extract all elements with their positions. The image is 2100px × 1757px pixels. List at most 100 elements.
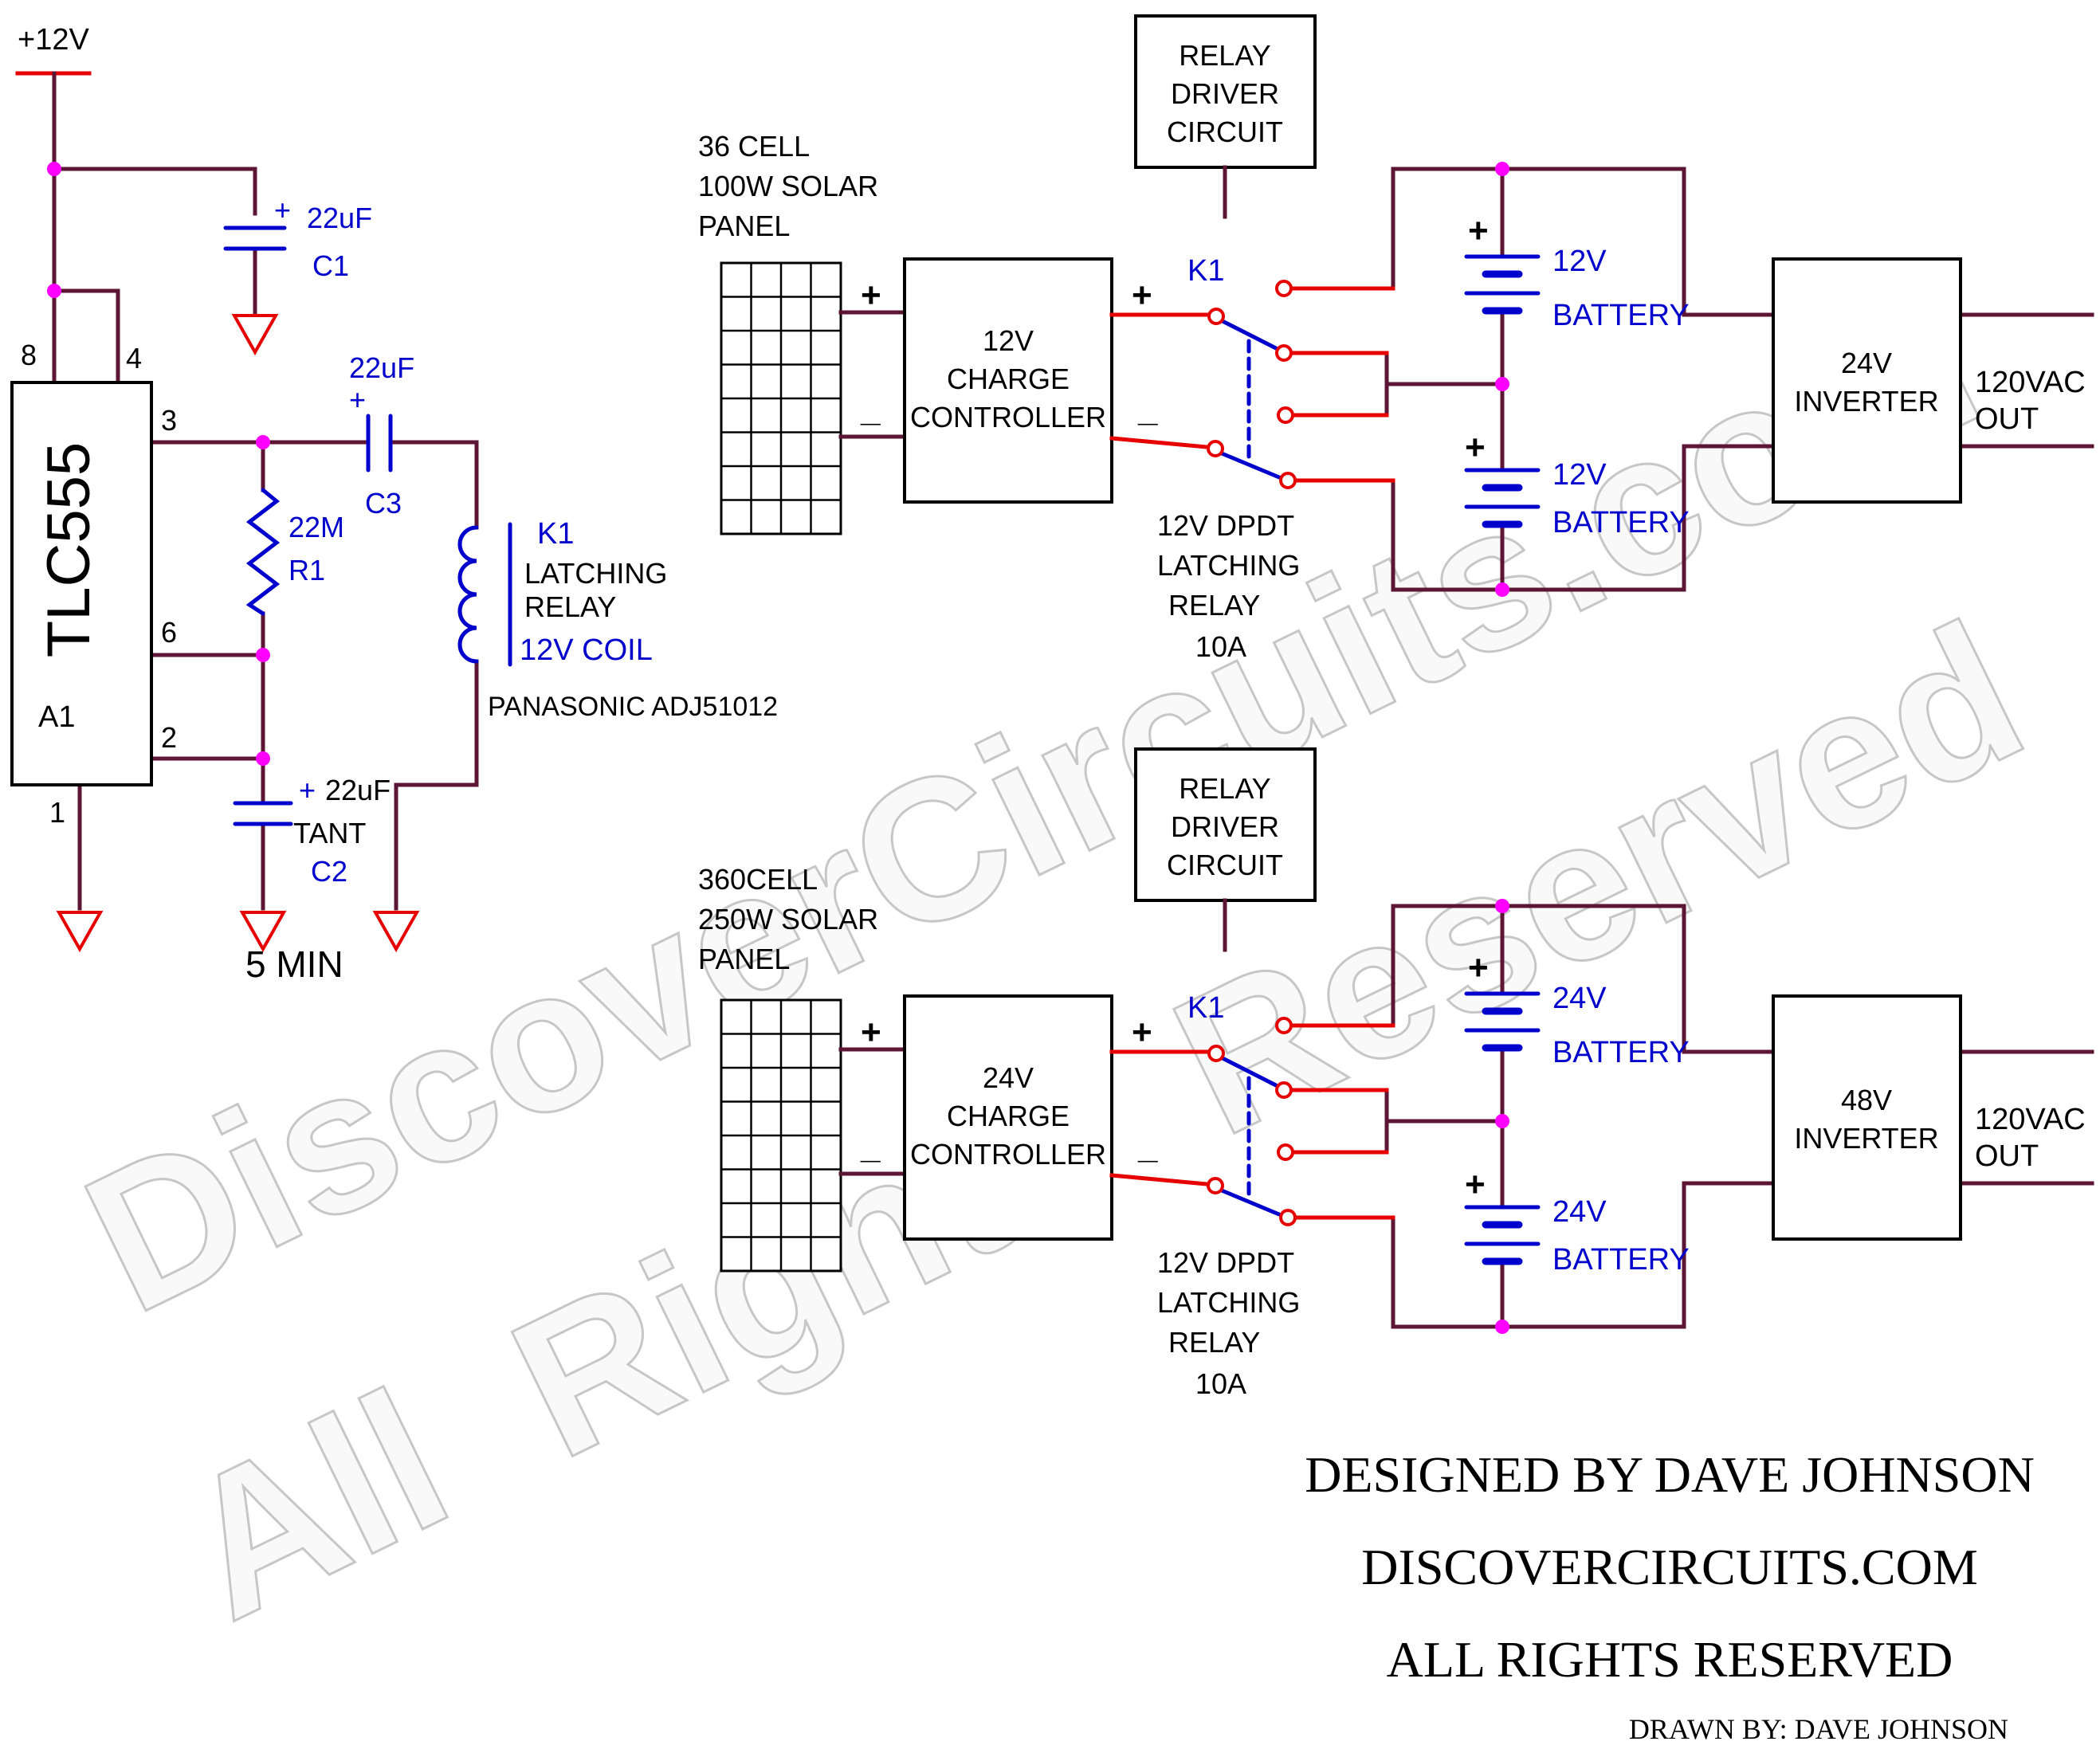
relay-driver-label-3: CIRCUIT [1167, 849, 1283, 881]
panel-label-2: 250W SOLAR [698, 903, 878, 935]
r1-resistor [245, 488, 281, 616]
junction-dot [1495, 377, 1509, 391]
dpdt-label-3: RELAY [1168, 1326, 1260, 1359]
switch-throw-terminal [1275, 1017, 1293, 1034]
ground-symbol [56, 911, 104, 953]
timing-label: 5 MIN [245, 943, 343, 985]
battery-short-plates [1482, 1007, 1523, 1265]
switch-throw-terminal [1277, 406, 1294, 424]
panel-label-3: PANEL [698, 210, 790, 242]
junction-dot [1495, 162, 1509, 176]
dpdt-label-1: 12V DPDT [1157, 509, 1294, 542]
credits-block: DESIGNED BY DAVE JOHNSON DISCOVERCIRCUIT… [1305, 1446, 2035, 1745]
ic-body [10, 381, 153, 786]
inverter-box [1772, 994, 1962, 1241]
ic-ref-label: A1 [38, 700, 75, 734]
designed-by-line: DESIGNED BY DAVE JOHNSON [1305, 1446, 2035, 1503]
pin-6-label: 6 [161, 616, 177, 649]
battery-long-plates [1464, 991, 1541, 1246]
switch-ref: K1 [1187, 254, 1224, 288]
controller-out-minus: _ [1137, 1127, 1158, 1166]
r1-value: 22M [289, 511, 344, 543]
output-label-2: OUT [1975, 1139, 2039, 1173]
ground-symbol [231, 314, 279, 356]
junction-dot [47, 284, 61, 298]
output-label-1: 120VAC [1975, 366, 2086, 399]
controller-out-plus: + [1132, 276, 1152, 315]
supply-label: +12V [18, 23, 89, 57]
relay-driver-label-1: RELAY [1179, 39, 1270, 72]
relay-driver-box [1134, 14, 1317, 169]
c3-capacitor [366, 414, 393, 473]
relay-coil [457, 522, 512, 667]
dpdt-label-4: 10A [1195, 1367, 1246, 1400]
relay-label-1: LATCHING [524, 557, 667, 590]
pin-8-label: 8 [21, 339, 37, 371]
red-wires [1109, 286, 1395, 483]
pin-1-label: 1 [49, 796, 65, 829]
junction-dot [256, 435, 270, 449]
relay-ref: K1 [537, 517, 574, 551]
switch-throw-terminal [1275, 344, 1293, 362]
controller-label-2: CHARGE [947, 1100, 1070, 1132]
battery1-plus: + [1468, 948, 1489, 987]
battery2-voltage: 12V [1552, 458, 1607, 492]
battery2-plus: + [1465, 428, 1486, 467]
battery-short-plates [1482, 270, 1523, 528]
pin-2-label: 2 [161, 721, 177, 754]
c3-polarity: + [349, 383, 366, 416]
solar-panel-grid [721, 1000, 841, 1271]
junction-dot [1495, 1320, 1509, 1334]
battery1-plus: + [1468, 211, 1489, 250]
c2-type: TANT [293, 817, 366, 849]
switch-throw-terminal [1275, 1081, 1293, 1099]
charge-controller-box [903, 257, 1113, 504]
controller-label-2: CHARGE [947, 363, 1070, 395]
junction-dot [256, 751, 270, 766]
switch-throw-terminal [1279, 472, 1297, 489]
inverter-label-1: 24V [1841, 347, 1892, 379]
relay-driver-label-1: RELAY [1179, 772, 1270, 805]
solar-panel-grid [721, 263, 841, 534]
charge-controller-box [903, 994, 1113, 1241]
ground-symbol [239, 911, 287, 953]
battery1-voltage: 24V [1552, 982, 1607, 1015]
switch-pole-terminal [1207, 440, 1224, 457]
dpdt-label-4: 10A [1195, 630, 1246, 663]
battery2-label: BATTERY [1552, 506, 1690, 539]
relay-driver-label-3: CIRCUIT [1167, 116, 1283, 148]
dpdt-label-2: LATCHING [1157, 1286, 1300, 1319]
c2-capacitor [233, 801, 293, 826]
output-label-1: 120VAC [1975, 1103, 2086, 1136]
controller-out-plus: + [1132, 1013, 1152, 1052]
battery2-label: BATTERY [1552, 1243, 1690, 1277]
controller-out-minus: _ [1137, 390, 1158, 429]
relay-label-2: RELAY [524, 590, 616, 623]
controller-label-1: 12V [983, 324, 1034, 357]
switch-pole-terminal [1207, 308, 1225, 325]
c1-value: 22uF [307, 202, 372, 234]
ic-part-label: TLC555 [35, 442, 103, 657]
battery2-plus: + [1465, 1165, 1486, 1204]
dpdt-label-3: RELAY [1168, 589, 1260, 622]
battery1-label: BATTERY [1552, 299, 1690, 332]
battery-long-plates [1464, 254, 1541, 509]
ground-symbol [372, 911, 420, 953]
controller-label-3: CONTROLLER [910, 401, 1106, 433]
junction-dot [47, 162, 61, 176]
battery1-label: BATTERY [1552, 1036, 1690, 1069]
c2-polarity: + [299, 774, 316, 806]
system-wires [838, 898, 2094, 1329]
r1-ref: R1 [289, 554, 325, 586]
controller-label-3: CONTROLLER [910, 1138, 1106, 1171]
system-24v: RELAY DRIVER CIRCUIT 360CELL 250W SOLAR … [698, 747, 2094, 1400]
panel-label-3: PANEL [698, 943, 790, 975]
inverter-box [1772, 257, 1962, 504]
site-line: DISCOVERCIRCUITS.COM [1361, 1539, 1977, 1595]
controller-label-1: 24V [983, 1061, 1034, 1094]
dpdt-label-1: 12V DPDT [1157, 1246, 1294, 1279]
panel-label-1: 36 CELL [698, 130, 810, 163]
switch-throw-terminal [1275, 280, 1293, 297]
system-wires [838, 165, 2094, 592]
